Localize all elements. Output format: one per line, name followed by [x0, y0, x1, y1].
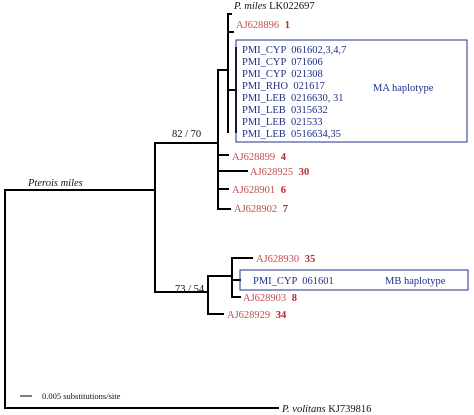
ma-haplotype-box [235, 39, 468, 143]
leaf-aj628903: AJ628903 8 [243, 293, 297, 304]
accession: AJ628902 [234, 204, 277, 215]
ma-haplotype-label: MA haplotype [373, 83, 434, 94]
haplotype-number: 1 [285, 20, 290, 31]
ma-item: PMI_LEB 0516634,35 [242, 129, 341, 140]
leaf-aj628930: AJ628930 35 [256, 254, 315, 265]
leaf-aj628901: AJ628901 6 [232, 185, 286, 196]
haplotype-number: 8 [292, 293, 297, 304]
ma-group-list: PMI_CYP 061602,3,4,7 PMI_CYP 071606 PMI_… [242, 45, 346, 140]
accession: AJ628899 [232, 152, 275, 163]
mb-item: PMI_CYP 061601 [253, 276, 334, 287]
ma-item: PMI_CYP 071606 [242, 57, 323, 68]
accession: AJ628930 [256, 254, 299, 265]
scale-bar-label: 0.005 substitutions/site [42, 391, 121, 401]
accession: AJ628929 [227, 310, 270, 321]
reference-accession: LK022697 [269, 1, 315, 12]
ma-item: PMI_RHO 021617 [242, 81, 325, 92]
mb-haplotype-label: MB haplotype [385, 276, 446, 287]
outgroup-accession: KJ739816 [328, 404, 371, 415]
ma-item: PMI_LEB 0216630, 31 [242, 93, 344, 104]
support-ma-node: 82 / 70 [172, 129, 201, 140]
outgroup-species: P. volitans [281, 404, 326, 415]
ma-item: PMI_CYP 061602,3,4,7 [242, 45, 346, 56]
mb-haplotype-box [239, 269, 469, 291]
haplotype-number: 30 [299, 167, 310, 178]
ma-item: PMI_LEB 0315632 [242, 105, 328, 116]
ma-item: PMI_LEB 021533 [242, 117, 323, 128]
leaf-aj628929: AJ628929 34 [227, 310, 287, 321]
haplotype-number: 35 [305, 254, 316, 265]
leaf-aj628925: AJ628925 30 [250, 167, 309, 178]
haplotype-number: 6 [281, 185, 286, 196]
accession: AJ628903 [243, 293, 286, 304]
accession: AJ628925 [250, 167, 293, 178]
trunk-species-label: Pterois miles [27, 178, 83, 189]
leaf-aj628896: AJ628896 1 [236, 20, 290, 31]
accession: AJ628901 [232, 185, 275, 196]
haplotype-number: 4 [281, 152, 287, 163]
support-mb-node: 73 / 54 [175, 284, 205, 295]
leaf-reference-miles: P. miles LK022697 [233, 1, 315, 12]
leaf-outgroup: P. volitans KJ739816 [281, 404, 371, 415]
leaf-aj628899: AJ628899 4 [232, 152, 287, 163]
ma-item: PMI_CYP 021308 [242, 69, 323, 80]
haplotype-number: 34 [276, 310, 287, 321]
haplotype-number: 7 [283, 204, 288, 215]
accession: AJ628896 [236, 20, 279, 31]
leaf-aj628902: AJ628902 7 [234, 204, 288, 215]
reference-species: P. miles [233, 1, 266, 12]
